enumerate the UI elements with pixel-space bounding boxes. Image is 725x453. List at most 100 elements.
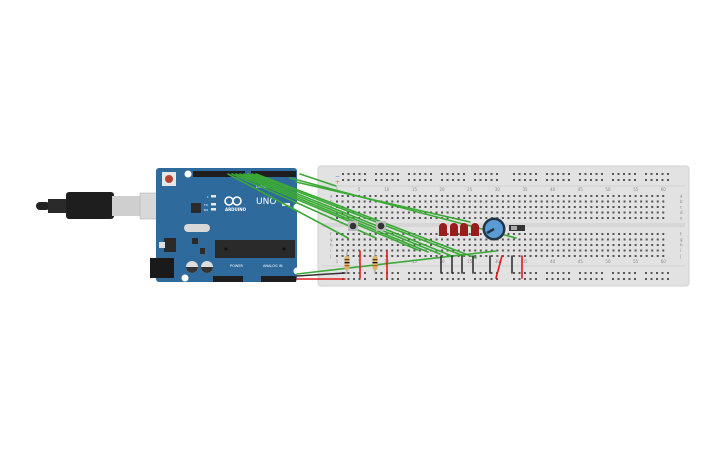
rail-hole[interactable] <box>485 278 487 280</box>
rail-hole[interactable] <box>457 278 460 280</box>
hole[interactable] <box>645 200 648 203</box>
hole[interactable] <box>358 233 361 235</box>
hole[interactable] <box>446 244 449 246</box>
wire[interactable] <box>296 272 346 277</box>
hole[interactable] <box>363 206 366 208</box>
hole[interactable] <box>618 233 621 235</box>
hole[interactable] <box>557 217 560 219</box>
hole[interactable] <box>402 200 405 203</box>
rail-hole[interactable] <box>446 173 449 175</box>
hole[interactable] <box>501 249 504 252</box>
hole[interactable] <box>424 217 427 219</box>
rail-hole[interactable] <box>513 272 515 274</box>
hole[interactable] <box>579 200 582 203</box>
hole[interactable] <box>584 255 587 257</box>
hole[interactable] <box>546 238 549 241</box>
rail-hole[interactable] <box>446 278 449 280</box>
hole[interactable] <box>380 206 383 208</box>
hole[interactable] <box>507 255 510 257</box>
hole[interactable] <box>562 249 565 252</box>
hole[interactable] <box>546 255 549 257</box>
rail-hole[interactable] <box>529 179 532 181</box>
rail-hole[interactable] <box>441 272 443 274</box>
hole[interactable] <box>474 249 477 252</box>
rail-hole[interactable] <box>408 179 410 181</box>
hole[interactable] <box>341 200 344 203</box>
hole[interactable] <box>430 255 433 257</box>
hole[interactable] <box>374 217 377 219</box>
wire[interactable] <box>495 255 503 279</box>
hole[interactable] <box>629 211 632 214</box>
hole[interactable] <box>590 238 593 241</box>
rail-hole[interactable] <box>424 173 427 175</box>
rail-hole[interactable] <box>518 179 521 181</box>
digital-header-1[interactable] <box>193 171 245 177</box>
hole[interactable] <box>441 255 444 257</box>
hole[interactable] <box>358 249 361 252</box>
hole[interactable] <box>579 233 582 235</box>
hole[interactable] <box>413 195 416 197</box>
hole[interactable] <box>601 238 604 241</box>
hole[interactable] <box>645 233 648 235</box>
hole[interactable] <box>557 238 560 241</box>
rail-hole[interactable] <box>380 179 383 181</box>
rail-hole[interactable] <box>474 278 476 280</box>
rail-hole[interactable] <box>650 173 653 175</box>
hole[interactable] <box>468 211 471 214</box>
hole[interactable] <box>629 249 632 252</box>
hole[interactable] <box>568 249 571 252</box>
rail-hole[interactable] <box>413 278 416 280</box>
hole[interactable] <box>430 195 433 197</box>
hole[interactable] <box>479 244 482 246</box>
hole[interactable] <box>623 200 626 203</box>
hole[interactable] <box>584 206 587 208</box>
hole[interactable] <box>490 244 493 246</box>
hole[interactable] <box>590 217 593 219</box>
hole[interactable] <box>579 195 582 197</box>
led[interactable] <box>450 223 458 236</box>
hole[interactable] <box>391 217 394 219</box>
rail-hole[interactable] <box>513 278 515 280</box>
hole[interactable] <box>380 195 383 197</box>
hole[interactable] <box>468 238 471 241</box>
rail-hole[interactable] <box>546 272 548 274</box>
hole[interactable] <box>507 238 510 241</box>
hole[interactable] <box>507 200 510 203</box>
hole[interactable] <box>452 249 455 252</box>
hole[interactable] <box>601 211 604 214</box>
rail-hole[interactable] <box>380 272 383 274</box>
hole[interactable] <box>618 244 621 246</box>
hole[interactable] <box>391 211 394 214</box>
hole[interactable] <box>391 195 394 197</box>
hole[interactable] <box>546 211 549 214</box>
hole[interactable] <box>363 255 366 257</box>
hole[interactable] <box>512 217 515 219</box>
hole[interactable] <box>347 238 350 241</box>
hole[interactable] <box>629 255 632 257</box>
hole[interactable] <box>418 255 421 257</box>
hole[interactable] <box>656 200 659 203</box>
hole[interactable] <box>391 249 394 252</box>
hole[interactable] <box>496 206 499 208</box>
hole[interactable] <box>413 244 416 246</box>
hole[interactable] <box>336 255 338 257</box>
hole[interactable] <box>595 238 598 241</box>
hole[interactable] <box>402 244 405 246</box>
hole[interactable] <box>363 233 366 235</box>
hole[interactable] <box>479 211 482 214</box>
hole[interactable] <box>662 255 665 257</box>
hole[interactable] <box>374 249 377 252</box>
hole[interactable] <box>662 211 665 214</box>
hole[interactable] <box>336 195 338 197</box>
hole[interactable] <box>512 206 515 208</box>
hole[interactable] <box>435 238 438 241</box>
hole[interactable] <box>391 255 394 257</box>
wire[interactable] <box>239 173 429 253</box>
hole[interactable] <box>651 249 654 252</box>
rail-hole[interactable] <box>645 278 647 280</box>
rail-hole[interactable] <box>562 179 565 181</box>
rail-hole[interactable] <box>479 173 482 175</box>
hole[interactable] <box>424 255 427 257</box>
rail-hole[interactable] <box>397 278 399 280</box>
rail-hole[interactable] <box>479 272 482 274</box>
